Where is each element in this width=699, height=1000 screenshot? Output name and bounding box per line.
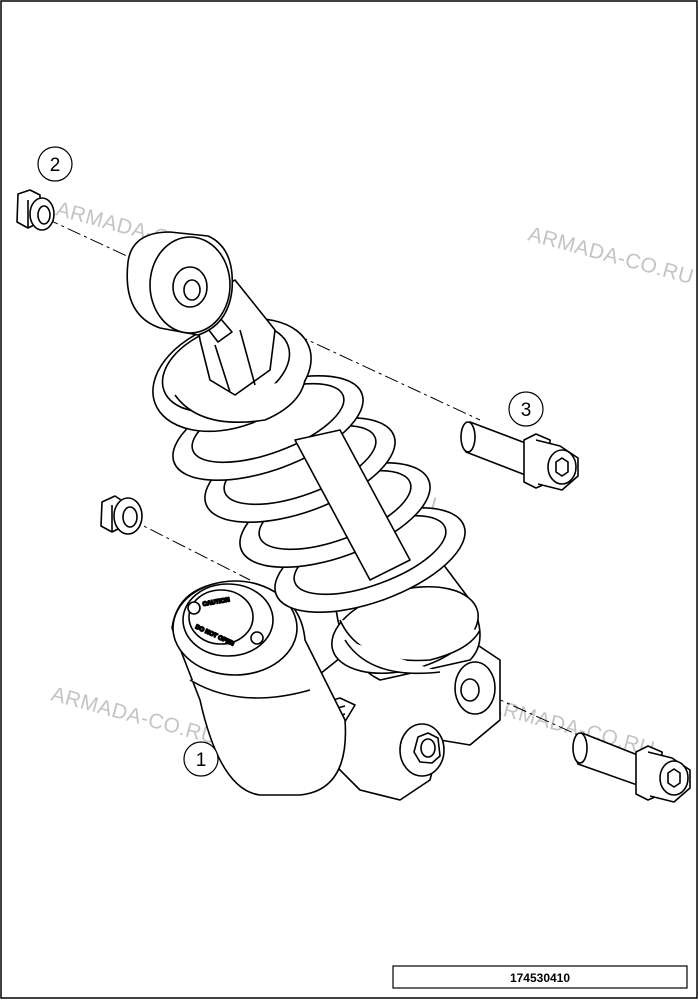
nut-upper (16, 189, 55, 231)
callout-2-label: 2 (50, 155, 61, 176)
part-number-box: 174530410 (392, 965, 688, 989)
watermark-4: ARMADA-CO.RU (49, 683, 220, 749)
part-number: 174530410 (510, 971, 570, 985)
callout-2-circle (37, 146, 73, 182)
callout-1-circle (183, 741, 219, 777)
callout-3-circle (508, 391, 544, 427)
watermark-2: ARMADA-CO.RU (526, 223, 697, 289)
callout-3-label: 3 (521, 400, 532, 421)
nut-middle (100, 495, 143, 535)
callout-1-label: 1 (196, 750, 207, 771)
watermark-5: ARMADA-CO.RU (487, 695, 658, 761)
callout-3: 3 (508, 391, 544, 427)
callout-2: 2 (37, 146, 73, 182)
bolt-lower (572, 732, 691, 803)
bolt-upper (460, 421, 579, 491)
callout-1: 1 (183, 741, 219, 777)
shock-absorber: CAUTION DO NOT OPEN (126, 231, 501, 801)
